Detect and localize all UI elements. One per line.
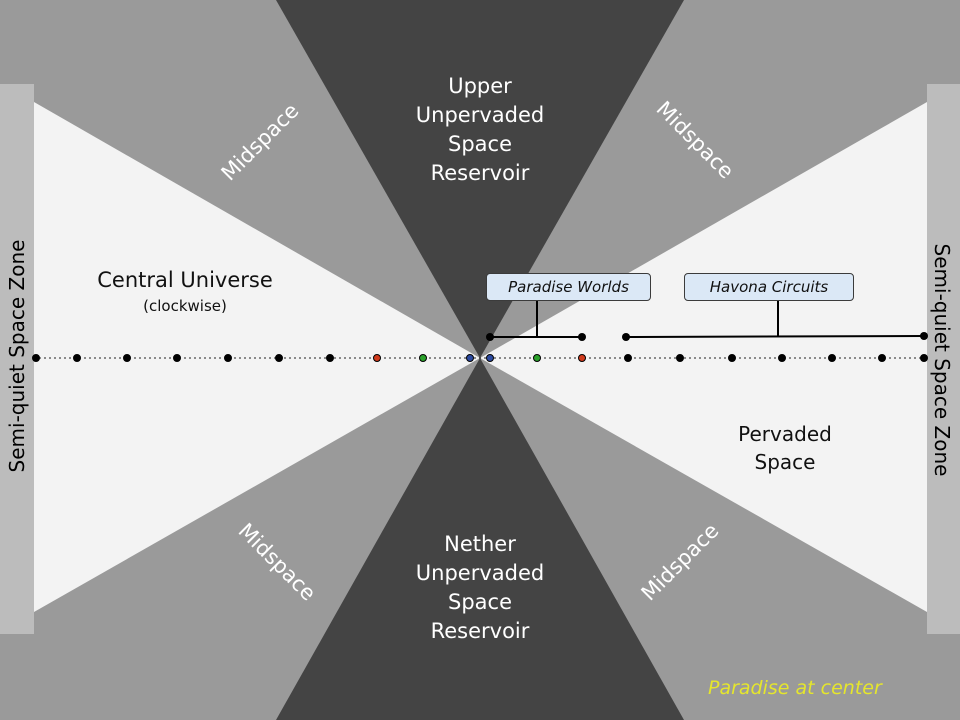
axis-dot bbox=[419, 354, 427, 362]
nether-reservoir-line-1: Nether bbox=[444, 532, 516, 556]
pervaded-space-right bbox=[480, 102, 927, 612]
havona-circuits-bracket-end-right bbox=[920, 332, 928, 340]
axis-dot bbox=[326, 354, 334, 362]
pervaded-space-label: Pervaded Space bbox=[705, 420, 865, 476]
axis-dot bbox=[728, 354, 736, 362]
axis-dot bbox=[676, 354, 684, 362]
axis-dot bbox=[173, 354, 181, 362]
pervaded-space-left bbox=[34, 102, 480, 612]
axis-dot bbox=[123, 354, 131, 362]
paradise-center-caption: Paradise at center bbox=[708, 677, 882, 699]
axis-dot bbox=[275, 354, 283, 362]
axis-dot bbox=[32, 354, 40, 362]
paradise-worlds-bracket bbox=[490, 298, 582, 338]
axis-dot bbox=[578, 354, 586, 362]
upper-reservoir-line-1: Upper bbox=[448, 74, 512, 98]
upper-reservoir-line-4: Reservoir bbox=[430, 161, 530, 185]
nether-reservoir-label: Nether Unpervaded Space Reservoir bbox=[400, 530, 560, 646]
paradise-worlds-bracket-end-right bbox=[578, 333, 586, 341]
axis-dot bbox=[828, 354, 836, 362]
central-universe-title: Central Universe bbox=[97, 268, 273, 292]
havona-circuits-callout: Havona Circuits bbox=[684, 273, 854, 301]
axis-dot bbox=[533, 354, 541, 362]
axis-dot bbox=[778, 354, 786, 362]
havona-circuits-bracket-end-left bbox=[622, 333, 630, 341]
axis-dot bbox=[373, 354, 381, 362]
axis-dots bbox=[32, 354, 928, 362]
pervaded-space-line-1: Pervaded bbox=[738, 422, 832, 446]
upper-reservoir bbox=[276, 0, 684, 358]
axis-dot bbox=[878, 354, 886, 362]
upper-reservoir-label: Upper Unpervaded Space Reservoir bbox=[400, 72, 560, 188]
central-universe-note: (clockwise) bbox=[143, 297, 227, 315]
axis-dot bbox=[224, 354, 232, 362]
axis-dot bbox=[73, 354, 81, 362]
upper-reservoir-line-2: Unpervaded bbox=[415, 103, 545, 127]
paradise-worlds-callout: Paradise Worlds bbox=[486, 273, 651, 301]
nether-reservoir-line-3: Space bbox=[448, 590, 512, 614]
semi-quiet-zone-right bbox=[927, 84, 960, 634]
semi-quiet-label-left: Semi-quiet Space Zone bbox=[5, 239, 29, 473]
upper-reservoir-line-3: Space bbox=[448, 132, 512, 156]
axis-dot bbox=[486, 354, 494, 362]
paradise-worlds-bracket-end-left bbox=[486, 333, 494, 341]
nether-reservoir-line-4: Reservoir bbox=[430, 619, 530, 643]
nether-reservoir-line-2: Unpervaded bbox=[415, 561, 545, 585]
semi-quiet-zone-left bbox=[0, 84, 34, 634]
axis-dot bbox=[920, 354, 928, 362]
axis-dot bbox=[624, 354, 632, 362]
nether-reservoir bbox=[276, 358, 684, 720]
havona-circuits-bracket bbox=[625, 298, 925, 338]
axis-dot bbox=[466, 354, 474, 362]
pervaded-space-line-2: Space bbox=[754, 450, 816, 474]
semi-quiet-label-right: Semi-quiet Space Zone bbox=[930, 243, 954, 477]
